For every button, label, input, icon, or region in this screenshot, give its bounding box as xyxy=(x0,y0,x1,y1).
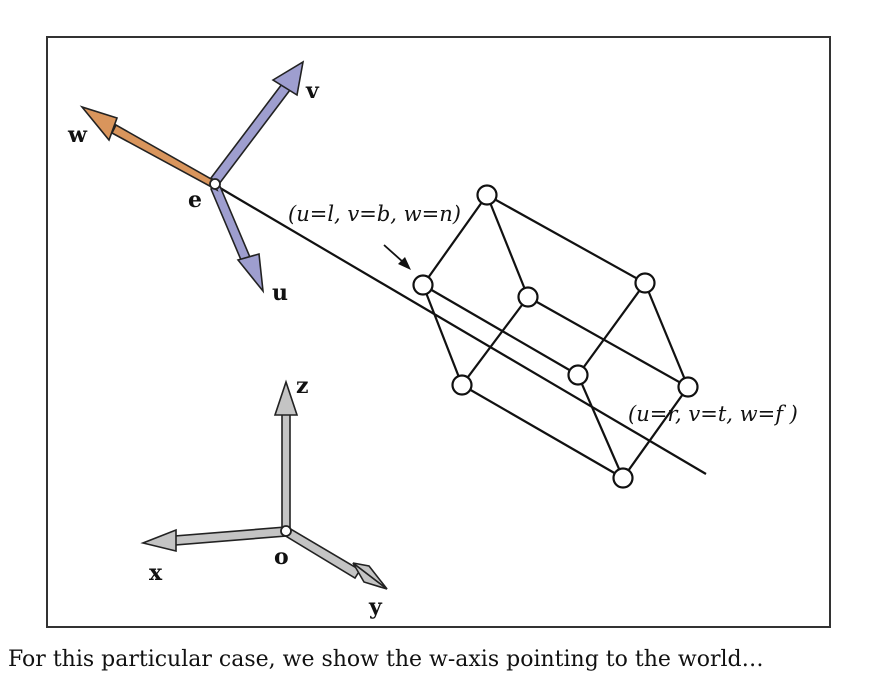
corner-node xyxy=(612,467,634,489)
far-corner-label: (u=r, v=t, w=f ) xyxy=(628,402,798,426)
corner-node xyxy=(567,364,589,386)
z-axis-label: z xyxy=(296,373,309,399)
w-axis-label: w xyxy=(67,122,88,148)
corner-node xyxy=(476,184,498,206)
corner-node xyxy=(517,286,539,308)
view-volume-figure: v w e u (u=l, v=b, w=n) (u=r, v=t, w=f ) xyxy=(46,36,831,628)
near-corner-pointer xyxy=(383,244,411,270)
figure-frame xyxy=(46,36,831,628)
eye-point xyxy=(209,178,221,190)
view-volume-box xyxy=(421,194,690,479)
origin-point xyxy=(280,525,292,537)
view-volume-corners xyxy=(412,184,699,489)
v-axis-arrow xyxy=(209,60,305,186)
v-axis-label: v xyxy=(305,78,320,104)
near-corner-label: (u=l, v=b, w=n) xyxy=(288,202,461,226)
u-axis-label: u xyxy=(272,280,288,306)
corner-node xyxy=(412,274,434,296)
w-axis-arrow xyxy=(79,105,219,192)
corner-node xyxy=(451,374,473,396)
y-axis-label: y xyxy=(368,594,383,620)
caption-text: For this particular case, we show the w-… xyxy=(8,647,764,672)
x-axis-label: x xyxy=(149,560,163,586)
z-axis-arrow xyxy=(273,379,299,531)
origin-label: o xyxy=(274,544,289,570)
corner-node xyxy=(634,272,656,294)
corner-node xyxy=(677,376,699,398)
y-axis-arrow xyxy=(282,526,388,590)
view-direction-line xyxy=(214,184,707,475)
u-axis-arrow xyxy=(209,182,265,294)
eye-label: e xyxy=(188,187,202,213)
x-axis-arrow xyxy=(140,526,287,553)
